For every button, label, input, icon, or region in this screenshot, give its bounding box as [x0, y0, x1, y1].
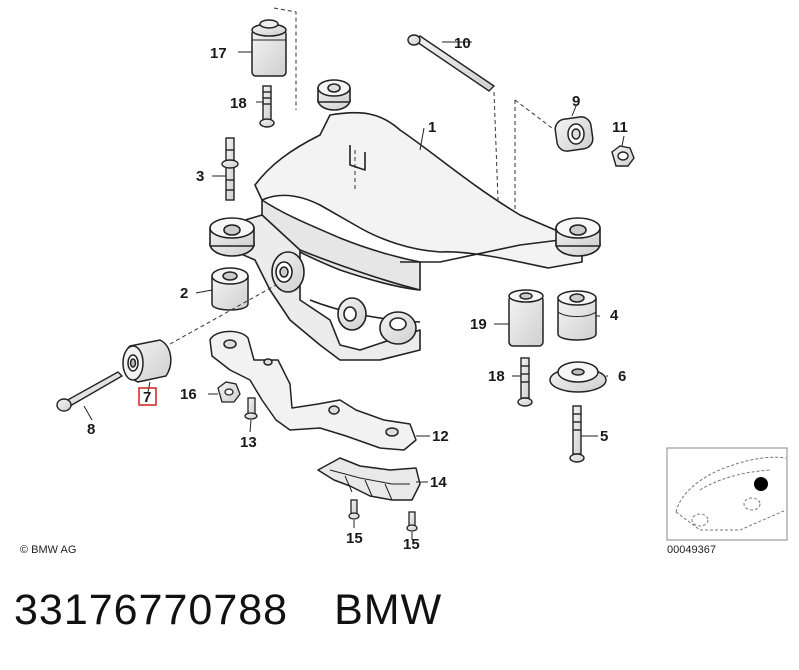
bolt-18-top [259, 85, 275, 128]
bolt-5 [569, 405, 585, 463]
dashed-leaders-9 [514, 99, 553, 222]
screw-13 [244, 397, 258, 420]
bushing-sleeve-17 [251, 19, 287, 77]
dashed-leaders-17 [273, 7, 297, 110]
screw-15a [348, 499, 360, 520]
brand-name: BMW [334, 586, 443, 634]
dashed-leaders-7-8 [169, 284, 277, 345]
bolt-8 [56, 371, 124, 412]
part-number: 33176770788 [14, 586, 289, 634]
bushing-4 [557, 290, 597, 341]
bushing-2 [211, 267, 249, 311]
callout-18-lower: 18 [488, 368, 505, 385]
callout-7: 7 [143, 389, 151, 406]
long-bolt-10 [407, 34, 496, 92]
callout-14: 14 [430, 474, 447, 491]
bushing-9 [554, 116, 594, 152]
callout-5: 5 [600, 428, 608, 445]
car-locator-inset [666, 447, 788, 541]
part-caption: 33176770788 BMW [14, 586, 442, 635]
callout-11: 11 [612, 119, 628, 136]
washer-6 [549, 361, 607, 393]
bolt-18-lower [517, 357, 533, 407]
rear-subframe-1 [209, 79, 601, 361]
callout-13: 13 [240, 434, 257, 451]
callout-17: 17 [210, 45, 227, 62]
location-marker-icon [754, 477, 768, 491]
stud-3 [221, 137, 239, 201]
callout-1: 1 [428, 119, 436, 136]
bracket-12 [209, 330, 417, 451]
callout-18-top: 18 [230, 95, 247, 112]
bushing-19 [508, 289, 544, 347]
copyright-label: © BMW AG [20, 544, 76, 556]
dashed-leaders-10 [493, 91, 499, 201]
car-outline-icon [675, 456, 787, 531]
callout-7-box: 7 [138, 387, 157, 406]
screw-15b [406, 511, 418, 532]
callout-3: 3 [196, 168, 204, 185]
callout-12: 12 [432, 428, 449, 445]
callout-15-left: 15 [346, 530, 363, 547]
nut-16 [217, 381, 241, 403]
callout-19: 19 [470, 316, 487, 333]
callout-6: 6 [618, 368, 626, 385]
inset-reference-number: 00049367 [667, 544, 716, 556]
shield-14 [317, 457, 421, 501]
bushing-7 [122, 339, 172, 383]
callout-leaders [83, 41, 625, 540]
callout-15-right: 15 [403, 536, 420, 553]
callout-4: 4 [610, 307, 619, 324]
callout-2: 2 [180, 285, 188, 302]
callout-9: 9 [572, 93, 580, 110]
callout-8: 8 [87, 421, 95, 438]
callout-16: 16 [180, 386, 197, 403]
callout-10: 10 [454, 35, 471, 52]
nut-11 [611, 145, 635, 167]
